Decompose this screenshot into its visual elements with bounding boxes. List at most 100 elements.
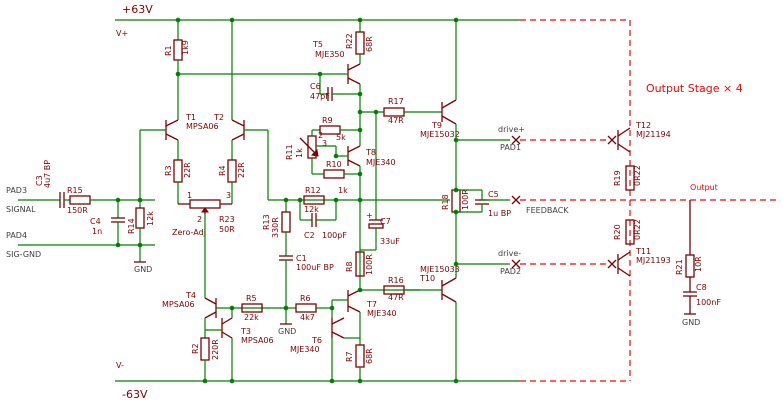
pos-rail-label: +63V [122,3,153,16]
r13-value: 330R [271,217,280,238]
c3-value: 4u7 BP [43,160,52,188]
r12-label: R12 [305,186,321,195]
r16-value: 47R [388,293,404,302]
c7-label: C7 [380,217,391,226]
t1-value: MPSA06 [186,122,219,131]
c8-value: 100nF [696,298,721,307]
t12-value: MJ21194 [636,130,671,139]
r20-label: R20 [613,224,622,240]
t2-label: T2 [213,113,224,122]
t6-label: T6 [311,336,322,345]
t5-label: T5 [312,40,323,49]
feedback-label: FEEDBACK [526,206,569,215]
pin1-label: 1 [187,191,192,200]
t1-label: T1 [185,113,196,122]
t9-label: T9 [431,121,442,130]
c1-label: C1 [296,254,307,263]
vplus-label: V+ [116,29,128,38]
t4-label: T4 [185,291,196,300]
c7-value: 33uF [380,237,400,246]
t7-label: T7 [366,300,377,309]
neg-rail-label: -63V [122,388,148,401]
r10-label: R10 [326,160,342,169]
c4-label: C4 [90,217,101,226]
r8-label: R8 [345,261,354,272]
r21-value: 10R [694,256,703,272]
c8-label: C8 [696,283,707,292]
t5-value: MJE350 [315,50,345,59]
c4-value: 1n [92,227,102,236]
sig-gnd-label: SIG-GND [6,250,41,259]
pad3-label: PAD3 [6,186,27,195]
c5-value: 1u BP [488,209,511,218]
pin3-r11: 3 [322,139,327,148]
r4-label: R4 [218,165,227,176]
r10-value: 1k [338,186,348,195]
drive-minus-label: drive- [498,249,521,258]
c2-value: 100pF [322,231,347,240]
gnd-label-1: GND [134,265,152,274]
r17-label: R17 [388,97,404,106]
r19-label: R19 [613,170,622,186]
r17-value: 47R [388,116,404,125]
t9-value: MJE15032 [420,130,460,139]
signal-label: SIGNAL [6,205,36,214]
r21-label: R21 [675,259,684,275]
t6-value: MJE340 [290,345,320,354]
r2-label: R2 [191,343,200,354]
r15-label: R15 [67,186,83,195]
r18-value: 100R [461,189,470,210]
r22-label: R22 [345,33,354,49]
pin2-r11: 2 [318,131,323,140]
t7-value: MJE340 [367,309,397,318]
r14-value: 12k [146,211,155,226]
t10-label: T10 [419,274,435,283]
r23-value: 50R [219,225,235,234]
pin2-label: 2 [197,215,202,224]
r3-value: 22R [183,162,192,178]
c2-label: C2 [304,231,315,240]
r19-value: 0R22 [633,165,642,186]
r4-value: 22R [237,162,246,178]
c6-value: 47pF [310,92,330,101]
r11-label: R11 [285,144,294,160]
output-label: Output [690,183,718,192]
r12-value: 12k [304,205,319,214]
c5-label: C5 [488,190,499,199]
r6-value: 4k7 [300,313,315,322]
r1-label: R1 [164,45,173,56]
pin3-label: 3 [226,191,231,200]
c3-label: C3 [35,175,44,186]
r2-value: 220R [211,339,220,360]
r13-label: R13 [262,214,271,230]
r1-value: 1k9 [181,40,190,55]
r9-value: 5k [336,133,346,142]
zero-adj-label: Zero-Adj [172,228,206,237]
pad2-label: PAD2 [500,267,521,276]
r5-label: R5 [246,294,257,303]
r15-value: 150R [67,206,88,215]
r11-value: 1k [295,148,304,158]
gnd-label-2: GND [278,327,296,336]
t3-label: T3 [240,327,251,336]
t10-value: MJE15033 [420,265,460,274]
pad1-label: PAD1 [500,143,521,152]
r3-label: R3 [164,165,173,176]
drive-plus-label: drive+ [498,125,525,134]
r5-value: 22k [244,313,259,322]
r14-label: R14 [127,218,136,234]
r9-label: R9 [322,116,333,125]
r22-value: 68R [365,36,374,52]
pad4-label: PAD4 [6,231,27,240]
t4-value: MPSA06 [162,300,195,309]
t12-label: T12 [635,121,651,130]
r7-label: R7 [345,351,354,362]
r16-label: R16 [388,276,404,285]
r7-value: 68R [365,348,374,364]
t11-label: T11 [635,247,651,256]
r8-value: 100R [365,254,374,275]
c7-plus: + [366,211,373,220]
r18-label: R18 [441,194,450,210]
t11-value: MJ21193 [636,256,671,265]
